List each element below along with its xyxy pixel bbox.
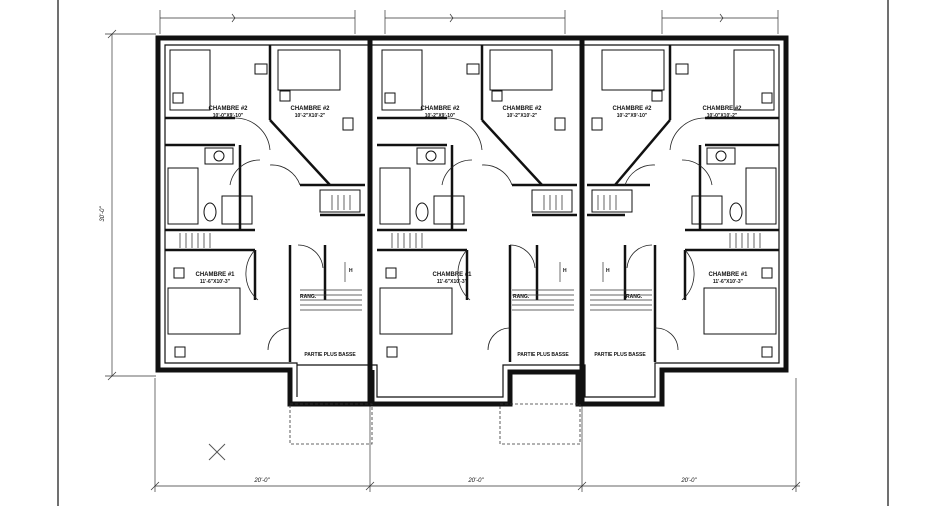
unit-2-stairs-label: PARTIE PLUS BASSE <box>517 352 569 358</box>
unit-1-chambre1-size: 11'-6"X10'-3" <box>200 279 231 285</box>
unit-3-chambre2b-size: 10'-0"X10'-2" <box>707 113 738 119</box>
unit-1-chambre1-name: CHAMBRE #1 <box>195 272 235 278</box>
unit-2-furniture <box>379 49 573 358</box>
unit-2-stairs <box>512 262 574 311</box>
unit-2-walls <box>377 45 577 362</box>
party-walls <box>367 38 585 402</box>
unit-3-chambre2b-name: CHAMBRE #2 <box>702 106 742 112</box>
top-dimension-stubs <box>159 10 779 34</box>
unit-2-chambre1-name: CHAMBRE #1 <box>432 272 472 278</box>
unit-3-walls <box>587 45 779 362</box>
unit-3-chambre1-size: 11'-6"X10'-3" <box>713 279 744 285</box>
inner-wall-lines <box>164 44 780 398</box>
unit-1-rang-label: RANG. <box>300 294 317 300</box>
unit-3-furniture <box>591 49 777 358</box>
unit-2-closet-hatch <box>391 195 563 248</box>
unit-3-chambre2a-size: 10'-2"X9'-10" <box>617 113 648 119</box>
unit-1-closet-hatch <box>179 195 351 248</box>
unit-2-chambre2b-size: 10'-2"X10'-2" <box>507 113 538 119</box>
unit-3-stairs <box>590 262 652 311</box>
unit-1-stairs <box>300 262 362 311</box>
unit-1-chambre2b-size: 10'-2"X10'-2" <box>295 113 326 119</box>
bottom-dimension-unit-2: 20'-0" <box>467 478 484 484</box>
unit-3-stairs-label: PARTIE PLUS BASSE <box>594 352 646 358</box>
bottom-dimension-line <box>150 378 801 492</box>
left-dimension <box>105 29 156 381</box>
unit-1-doors <box>229 117 324 351</box>
bottom-dimension-unit-3: 20'-0" <box>680 478 697 484</box>
unit-3-chambre2a-name: CHAMBRE #2 <box>612 106 652 112</box>
unit-2-chambre2a-size: 10'-2"X9'-10" <box>425 113 456 119</box>
unit-1-chambre2a-name: CHAMBRE #2 <box>208 106 248 112</box>
unit-3-closet-hatch <box>597 195 761 248</box>
unit-1-chambre2a-size: 10'-0"X9'-10" <box>213 113 244 119</box>
unit-2-chambre2b-name: CHAMBRE #2 <box>502 106 542 112</box>
unit-2-chambre1-size: 11'-6"X10'-3" <box>437 279 468 285</box>
unit-3-rang-label: RANG. <box>626 294 643 300</box>
unit-3-up-label: H <box>606 268 610 274</box>
unit-1-up-label: H <box>349 268 353 274</box>
unit-3-chambre1-name: CHAMBRE #1 <box>708 272 748 278</box>
unit-2-up-label: H <box>563 268 567 274</box>
unit-1-furniture <box>167 49 361 358</box>
dashed-lower-areas <box>289 403 581 445</box>
unit-1-chambre2b-name: CHAMBRE #2 <box>290 106 330 112</box>
cross-mark <box>208 443 226 461</box>
bottom-dimension-unit-1: 20'-0" <box>253 478 270 484</box>
unit-1-walls <box>165 45 365 362</box>
unit-2-rang-label: RANG. <box>513 294 530 300</box>
unit-3-doors <box>624 117 713 351</box>
unit-2-doors <box>441 117 536 351</box>
unit-2-chambre2a-name: CHAMBRE #2 <box>420 106 460 112</box>
left-dimension-label: 30'-0" <box>100 205 106 221</box>
unit-1-stairs-label: PARTIE PLUS BASSE <box>304 352 356 358</box>
